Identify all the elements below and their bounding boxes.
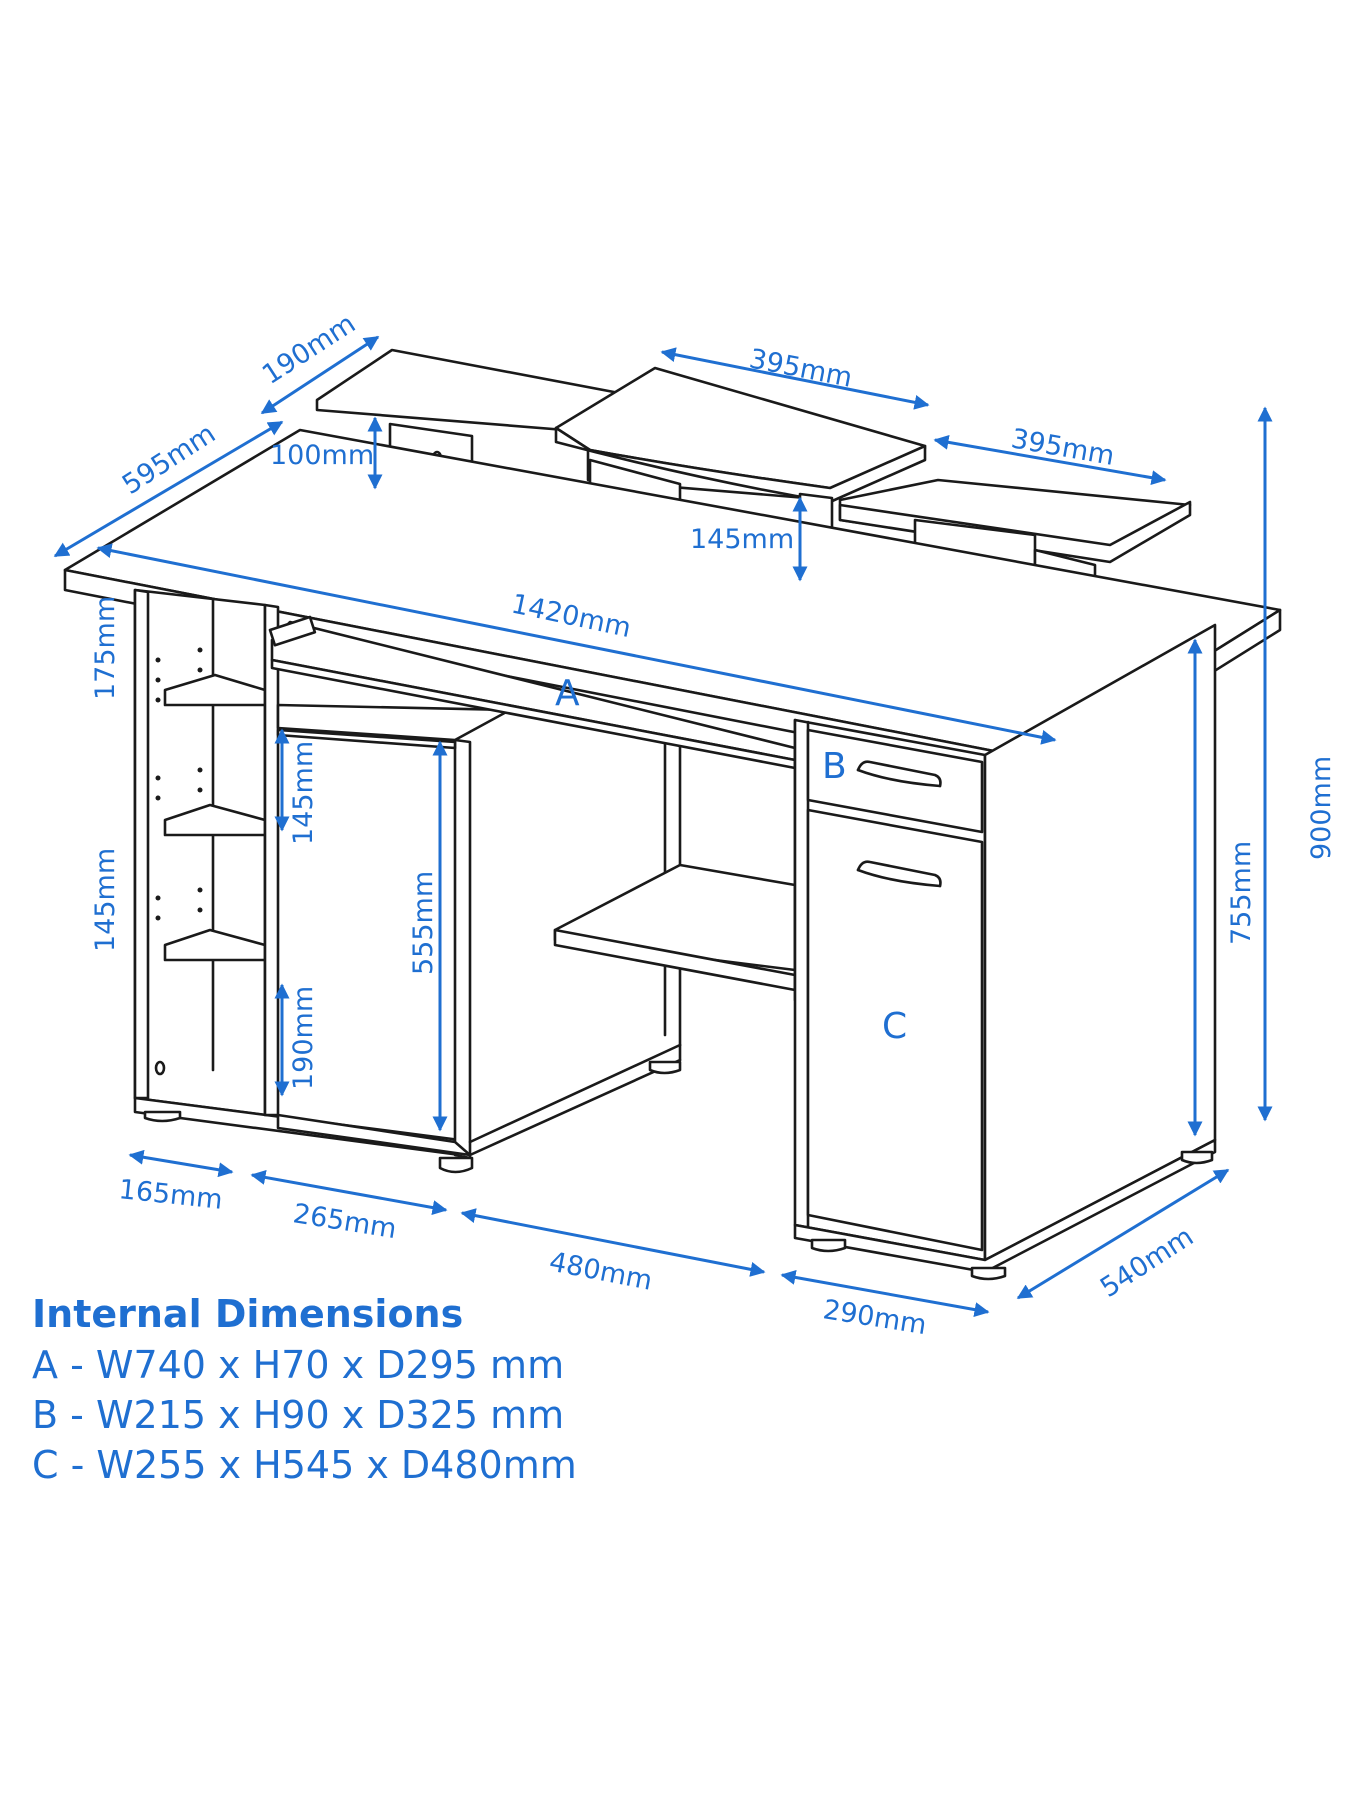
legend-title: Internal Dimensions xyxy=(32,1292,464,1336)
desk-height-label: 755mm xyxy=(1226,841,1257,945)
internal-dimensions-legend: Internal Dimensions A - W740 x H70 x D29… xyxy=(32,1288,577,1490)
total-height-label: 900mm xyxy=(1306,756,1337,860)
marker-c: C xyxy=(882,1006,907,1047)
right-pedestal xyxy=(793,623,1217,1281)
compartment-markers: A B C xyxy=(555,673,907,1047)
center-shelf-width-label: 395mm xyxy=(747,343,855,393)
marker-b: B xyxy=(822,746,847,787)
legend-row-c: C - W255 x H545 x D480mm xyxy=(32,1443,577,1487)
shelf-depth-label: 190mm xyxy=(257,308,361,391)
shelf-height-label: 100mm xyxy=(270,440,374,471)
keyboard-gap-label: 145mm xyxy=(288,741,319,845)
center-shelf-height-label: 145mm xyxy=(690,524,794,555)
cpu-height-label: 555mm xyxy=(408,871,439,975)
marker-a: A xyxy=(555,673,580,714)
side-width-label: 165mm xyxy=(117,1174,224,1216)
pedestal-depth-label: 540mm xyxy=(1095,1221,1199,1304)
pedestal-width-label: 290mm xyxy=(821,1294,929,1341)
legend-row-a: A - W740 x H70 x D295 mm xyxy=(32,1343,565,1387)
cpu-width-label: 265mm xyxy=(291,1198,399,1245)
top-shelf-gap-label: 175mm xyxy=(90,596,121,700)
right-shelf-width-label: 395mm xyxy=(1009,423,1117,472)
desk-drawing xyxy=(63,348,1282,1281)
side-shelf-gap-label: 145mm xyxy=(90,848,121,952)
bottom-gap-label: 190mm xyxy=(288,986,319,1090)
dimension-lines xyxy=(53,335,1273,1317)
legend-row-b: B - W215 x H90 x D325 mm xyxy=(32,1393,565,1437)
